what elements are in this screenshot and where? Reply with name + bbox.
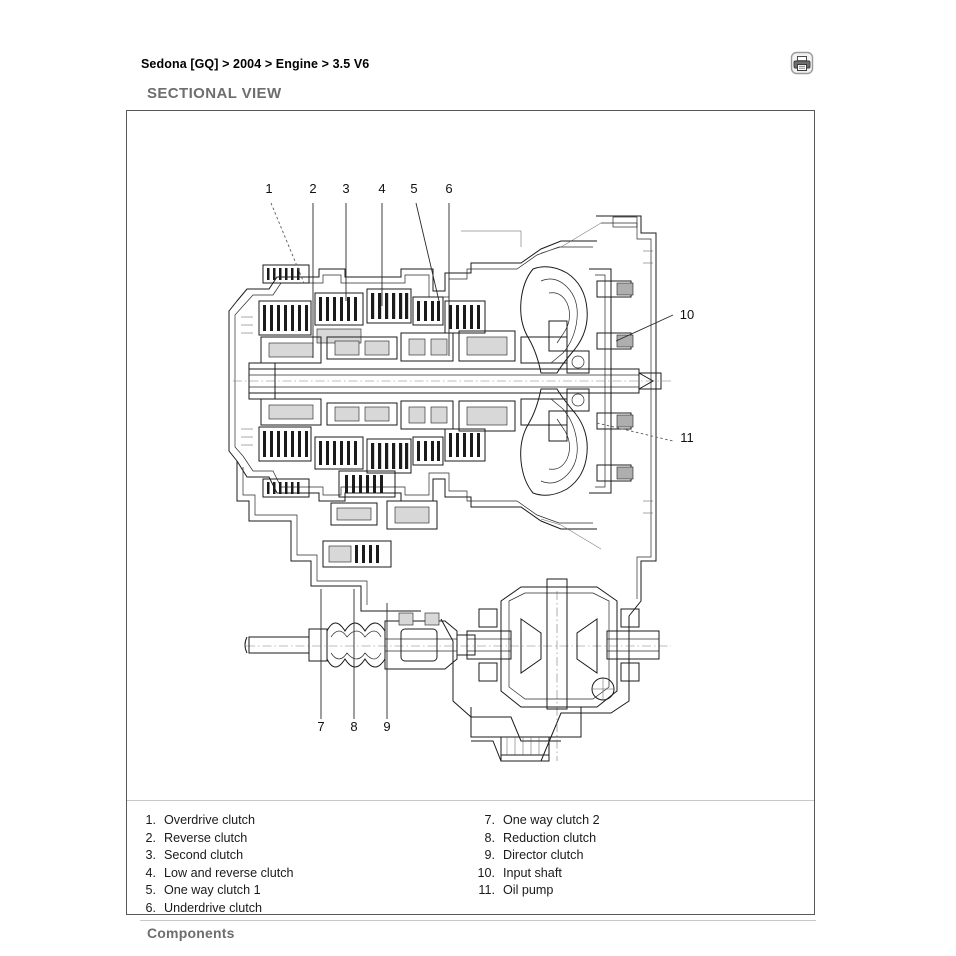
breadcrumb: Sedona [GQ] > 2004 > Engine > 3.5 V6 [141, 57, 370, 71]
legend-number: 3. [145, 848, 156, 862]
legend-label: Director clutch [503, 848, 584, 862]
print-button[interactable] [788, 51, 816, 77]
legend-label: Second clutch [164, 848, 244, 862]
callout-number-1: 1 [265, 181, 272, 196]
differential-assembly [466, 578, 660, 762]
legend-label: Reverse clutch [164, 830, 248, 845]
section-title: SECTIONAL VIEW [147, 85, 282, 102]
leader-1 [270, 202, 305, 284]
list-item: 8. Reduction clutch [472, 830, 600, 848]
low-reverse-clutch [412, 296, 444, 326]
legend-label: Oil pump [503, 883, 554, 897]
transaxle-sectional-drawing: 1 2 3 4 5 6 7 8 9 10 11 [228, 181, 694, 762]
footer-divider [140, 920, 816, 921]
leader-5 [415, 202, 440, 302]
legend-divider [127, 800, 814, 801]
callout-number-2: 2 [309, 181, 316, 196]
list-item: 4. Low and reverse clutch [133, 865, 294, 883]
page-header: Sedona [GQ] > 2004 > Engine > 3.5 V6 [126, 51, 816, 82]
legend-number: 2. [145, 830, 156, 845]
shaft-centerlines [233, 380, 671, 761]
legend-number: 7. [484, 813, 495, 827]
legend-label: Overdrive clutch [164, 813, 255, 827]
clutch-packs-upper [258, 264, 568, 364]
callout-number-5: 5 [410, 181, 417, 196]
second-clutch [366, 288, 412, 324]
legend-number: 5. [145, 883, 156, 897]
cv-axle-shaft [244, 612, 476, 670]
legend-number: 8. [484, 830, 495, 845]
printer-icon [790, 51, 814, 75]
figure-frame: 1 2 3 4 5 6 7 8 9 10 11 1. Overdrive clutch 2. Rev… [126, 110, 815, 915]
list-item: 6. Underdrive clutch [133, 900, 294, 918]
underdrive-clutch [444, 300, 486, 334]
callout-number-8: 8 [350, 719, 357, 734]
list-item: 10. Input shaft [472, 865, 600, 883]
reverse-clutch [314, 292, 364, 344]
footer-section-title: Components [147, 925, 235, 941]
callout-number-7: 7 [317, 719, 324, 734]
section-hatching [241, 216, 653, 550]
callout-number-3: 3 [342, 181, 349, 196]
diagram-area: 1 2 3 4 5 6 7 8 9 10 11 [127, 111, 814, 800]
legend-column-left: 1. Overdrive clutch 2. Reverse clutch 3.… [133, 812, 294, 918]
legend-number: 9. [484, 848, 495, 862]
figure-legend: 1. Overdrive clutch 2. Reverse clutch 3.… [127, 803, 814, 915]
callout-leaders [270, 202, 674, 719]
callout-number-11: 11 [680, 430, 694, 445]
list-item: 3. Second clutch [133, 847, 294, 865]
callout-number-10: 10 [680, 307, 694, 322]
legend-number: 1. [145, 813, 156, 827]
callout-numbers: 1 2 3 4 5 6 7 8 9 10 11 [265, 181, 694, 734]
clutch-packs-lower [258, 398, 568, 568]
oil-pump-and-bolts [566, 268, 634, 494]
legend-number: 11. [478, 883, 495, 897]
list-item: 9. Director clutch [472, 847, 600, 865]
legend-label: Underdrive clutch [164, 900, 262, 915]
legend-label: Low and reverse clutch [164, 865, 294, 880]
legend-number: 6. [145, 900, 156, 915]
legend-label: One way clutch 2 [503, 813, 600, 827]
leader-10 [615, 314, 674, 342]
overdrive-clutch [258, 264, 312, 336]
legend-label: Input shaft [503, 865, 562, 880]
callout-number-6: 6 [445, 181, 452, 196]
legend-number: 10. [477, 865, 495, 880]
list-item: 7. One way clutch 2 [472, 812, 600, 830]
callout-number-4: 4 [378, 181, 385, 196]
legend-number: 4. [145, 865, 156, 880]
list-item: 2. Reverse clutch [133, 830, 294, 848]
callout-number-9: 9 [383, 719, 390, 734]
torque-converter [520, 266, 588, 496]
leader-11 [596, 422, 674, 442]
list-item: 11. Oil pump [472, 882, 600, 900]
list-item: 5. One way clutch 1 [133, 882, 294, 900]
legend-label: One way clutch 1 [164, 883, 261, 897]
legend-column-right: 7. One way clutch 2 8. Reduction clutch … [472, 812, 600, 900]
legend-label: Reduction clutch [503, 830, 597, 845]
list-item: 1. Overdrive clutch [133, 812, 294, 830]
